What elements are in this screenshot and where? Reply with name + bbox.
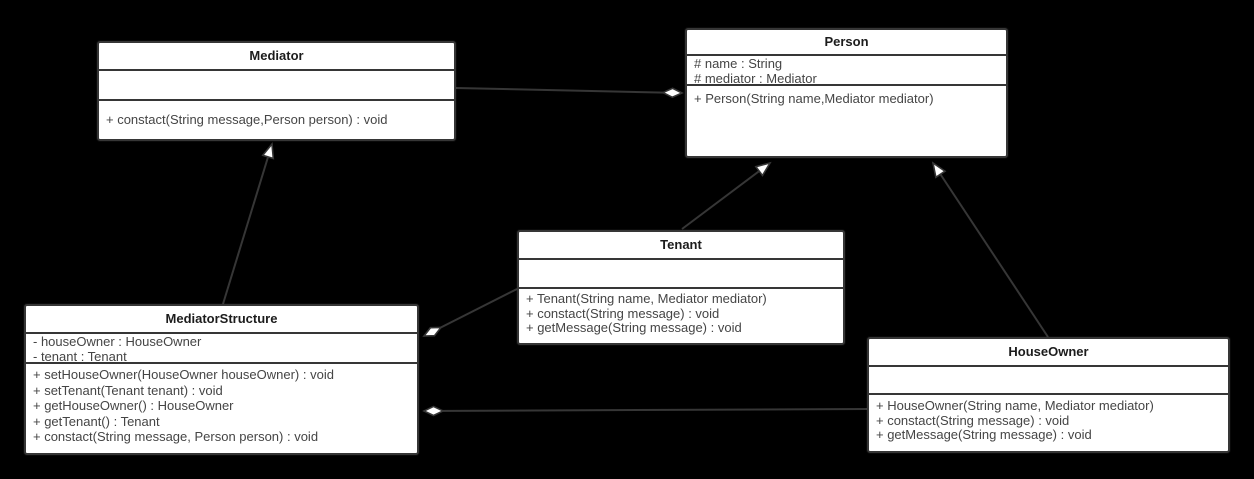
method-line: + constact(String message) : void (526, 305, 720, 321)
method-line: + Person(String name,Mediator mediator) (694, 91, 934, 106)
class-title-person: Person (687, 30, 1006, 56)
connector-houseowner-person-generalization[interactable] (933, 163, 1049, 338)
method-line: + HouseOwner(String name, Mediator media… (876, 398, 1154, 413)
attributes-section-person: # name : String # mediator : Mediator (687, 56, 1006, 86)
class-box-mediatorstructure[interactable]: MediatorStructure - houseOwner : HouseOw… (24, 304, 419, 455)
attribute-line: # name : String (694, 56, 783, 71)
method-line: + constact(String message,Person person)… (106, 111, 388, 127)
connector-houseowner-mediatorstructure-aggregation[interactable] (424, 409, 868, 411)
attribute-line: - houseOwner : HouseOwner (33, 334, 202, 349)
methods-section-tenant: + Tenant(String name, Mediator mediator)… (519, 289, 843, 343)
methods-section-mediator: + constact(String message,Person person)… (99, 101, 454, 139)
method-line: + Tenant(String name, Mediator mediator) (526, 291, 767, 306)
class-box-mediator[interactable]: Mediator + constact(String message,Perso… (97, 41, 456, 141)
methods-section-mediatorstructure: + setHouseOwner(HouseOwner houseOwner) :… (26, 364, 417, 453)
connector-mediatorstructure-mediator-generalization[interactable] (222, 144, 272, 305)
method-line: + constact(String message, Person person… (33, 429, 319, 444)
method-line: + getMessage(String message) : void (876, 427, 1092, 442)
attributes-section-houseowner (869, 367, 1228, 395)
method-line: + getHouseOwner() : HouseOwner (33, 398, 234, 413)
attribute-line: # mediator : Mediator (694, 70, 817, 86)
class-title-mediator: Mediator (99, 43, 454, 71)
method-line: + setHouseOwner(HouseOwner houseOwner) :… (33, 367, 334, 382)
class-title-houseowner: HouseOwner (869, 339, 1228, 367)
attribute-line: - tenant : Tenant (33, 348, 127, 364)
methods-section-houseowner: + HouseOwner(String name, Mediator media… (869, 395, 1228, 451)
method-line: + getMessage(String message) : void (526, 320, 742, 335)
class-box-tenant[interactable]: Tenant + Tenant(String name, Mediator me… (517, 230, 845, 345)
class-title-mediatorstructure: MediatorStructure (26, 306, 417, 334)
method-line: + getTenant() : Tenant (33, 413, 160, 429)
method-line: + constact(String message) : void (876, 412, 1070, 428)
attributes-section-tenant (519, 260, 843, 289)
method-line: + setTenant(Tenant tenant) : void (33, 382, 223, 398)
attributes-section-mediatorstructure: - houseOwner : HouseOwner - tenant : Ten… (26, 334, 417, 364)
connector-tenant-person-generalization[interactable] (681, 163, 770, 230)
methods-section-person: + Person(String name,Mediator mediator) (687, 86, 1006, 156)
class-box-person[interactable]: Person # name : String # mediator : Medi… (685, 28, 1008, 158)
connector-tenant-mediatorstructure-aggregation[interactable] (424, 288, 518, 337)
connector-mediator-person-aggregation[interactable] (455, 87, 682, 93)
attributes-section-mediator (99, 71, 454, 101)
class-box-houseowner[interactable]: HouseOwner + HouseOwner(String name, Med… (867, 337, 1230, 453)
class-title-tenant: Tenant (519, 232, 843, 260)
